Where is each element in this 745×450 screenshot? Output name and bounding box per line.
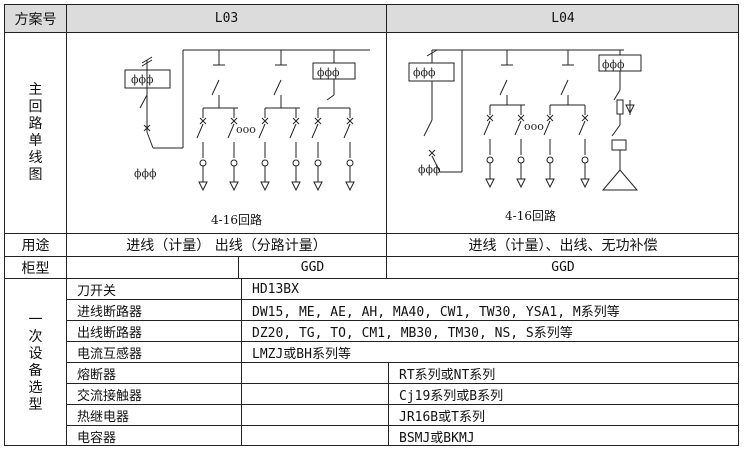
feeder-symbol [227, 123, 235, 139]
l03-diagram-caption: 4-16回路 [211, 213, 262, 227]
scheme-l04-header: L04 [551, 11, 575, 26]
feeder-symbol [199, 117, 207, 125]
equipment-name: 熔断器 [77, 367, 117, 383]
equipment-value: DZ20, TG, TO, CM1, MB30, TM30, NS, S系列等 [252, 325, 573, 341]
equipment-value: HD13BX [252, 281, 299, 297]
main-circuit-label: 主 回 路 单 线 图 [5, 33, 66, 233]
feeder-symbol [289, 123, 297, 139]
feeder-symbol [345, 181, 355, 192]
feeder-symbol [198, 181, 208, 192]
equipment-label-char: 型 [28, 396, 43, 413]
feeder-symbol [346, 117, 354, 125]
main-circuit-label-char: 路 [28, 116, 43, 132]
feeder-symbol [517, 114, 525, 122]
equipment-name: 进线断路器 [77, 304, 143, 320]
cabinet-label: 柜型 [21, 260, 50, 277]
scheme-number-header: 方案号 [14, 11, 57, 28]
svg-text:ooo: ooo [524, 120, 544, 133]
l04-usage: 进线（计量）、出线、无功补偿 [468, 238, 658, 254]
equipment-name: 出线断路器 [77, 325, 143, 341]
svg-text:ϕϕϕ: ϕϕϕ [317, 66, 340, 79]
equipment-name: 电容器 [77, 430, 117, 446]
equipment-value: JR16B或T系列 [399, 409, 485, 425]
feeder-symbol [516, 178, 526, 189]
main-circuit-label-char: 单 [28, 133, 43, 149]
equipment-value: RT系列或NT系列 [399, 367, 496, 383]
equipment-value: LMZJ或BH系列等 [252, 346, 351, 362]
equipment-name: 刀开关 [77, 283, 117, 299]
feeder-symbol [292, 117, 300, 125]
feeder-symbol [581, 156, 589, 164]
equipment-label-char: 选 [28, 379, 43, 396]
feeder-symbol [258, 123, 266, 139]
feeder-symbol [486, 114, 494, 122]
feeder-symbol [545, 178, 555, 189]
feeder-symbol [517, 156, 525, 164]
l03-usage: 进线（计量） 出线（分路计量） [126, 238, 327, 254]
feeder-symbol [230, 117, 238, 125]
equipment-label-char: 设 [28, 345, 43, 362]
usage-label: 用途 [21, 238, 50, 254]
svg-text:ϕϕϕ: ϕϕϕ [134, 167, 157, 180]
feeder-symbol [546, 156, 554, 164]
feeder-symbol [514, 120, 522, 136]
l03-cabinet-type: GGD [300, 260, 325, 275]
equipment-value: Cj19系列或B系列 [399, 388, 504, 404]
scheme-l03-header: L03 [214, 11, 239, 26]
feeder-symbol [546, 114, 554, 122]
svg-text:ooo: ooo [236, 123, 256, 136]
feeder-symbol [229, 181, 239, 192]
equipment-selection-label: 一 次 设 备 选 型 [5, 279, 66, 446]
feeder-symbol [314, 117, 322, 125]
feeder-symbol [261, 117, 269, 125]
feeder-symbol [543, 120, 551, 136]
equipment-name: 电流互感器 [77, 346, 143, 362]
svg-text:ϕϕϕ: ϕϕϕ [413, 66, 436, 79]
feeder-symbol [313, 181, 323, 192]
svg-text:ϕϕϕ: ϕϕϕ [418, 163, 441, 176]
equipment-value: BSMJ或BKMJ [399, 430, 475, 446]
l04-cabinet-type: GGD [551, 260, 575, 275]
feeder-symbol [196, 123, 204, 139]
feeder-symbol [581, 114, 589, 122]
feeder-symbol [260, 181, 270, 192]
feeder-symbol [311, 123, 319, 139]
equipment-label-char: 次 [28, 328, 43, 345]
equipment-label-char: 备 [28, 362, 43, 379]
l04-diagram-caption: 4-16回路 [505, 209, 556, 223]
feeder-symbol [483, 120, 491, 136]
equipment-name: 交流接触器 [77, 388, 143, 404]
equipment-value: DW15, ME, AE, AH, MA40, CW1, TW30, YSA1,… [252, 304, 620, 320]
main-circuit-label-char: 线 [28, 150, 43, 166]
equipment-name: 热继电器 [77, 409, 130, 425]
svg-text:ϕϕϕ: ϕϕϕ [602, 58, 625, 71]
feeder-symbol [291, 181, 301, 192]
feeder-symbol [578, 120, 586, 136]
feeder-symbol [486, 156, 494, 164]
feeder-symbol [343, 123, 351, 139]
main-circuit-label-char: 图 [28, 167, 43, 183]
main-circuit-label-char: 主 [28, 82, 43, 98]
svg-text:ϕϕϕ: ϕϕϕ [131, 73, 154, 86]
equipment-label-char: 一 [28, 311, 43, 328]
main-circuit-label-char: 回 [28, 99, 43, 115]
feeder-symbol [580, 178, 590, 189]
feeder-symbol [485, 178, 495, 189]
